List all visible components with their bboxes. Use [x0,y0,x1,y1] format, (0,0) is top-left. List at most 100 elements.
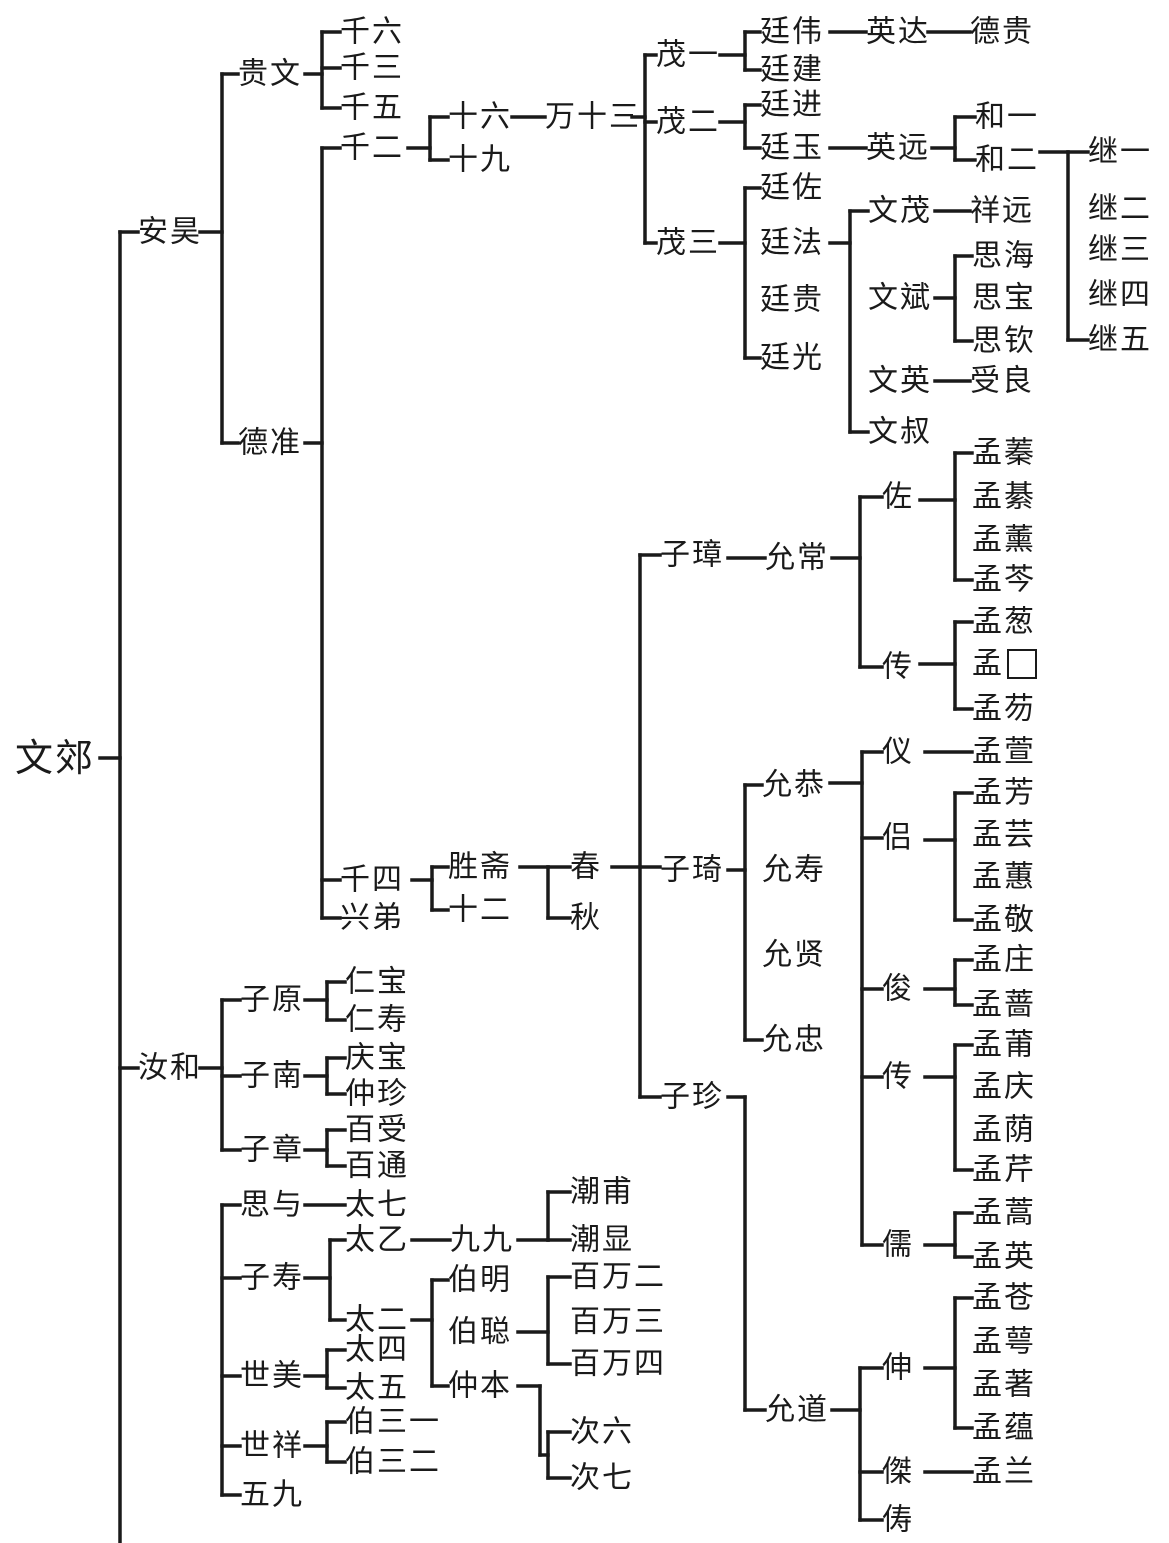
node-heer: 和二 [975,143,1039,178]
node-siqin: 思钦 [972,324,1036,359]
node-ji2: 继二 [1088,192,1152,227]
node-qiansan: 千三 [340,51,404,86]
node-m-wu: 孟芴 [972,692,1036,727]
node-qiu: 秋 [570,901,602,936]
node-chuan1: 传 [882,650,914,685]
node-shiliu: 十六 [448,100,512,135]
node-qianwu: 千五 [340,91,404,126]
node-yungong: 允恭 [762,768,826,803]
node-m-hui: 孟蕙 [972,860,1036,895]
member-names: 文郊 安昊 汝和 汝安 贵文 德准 千六 千三 千五 千二 千四 兴弟 十六 十… [15,15,1152,1538]
node-zhongben: 仲本 [448,1369,512,1404]
node-ji1: 继一 [1088,135,1152,170]
node-jie: 傑 [882,1455,914,1490]
node-qianliu: 千六 [340,15,404,50]
node-yi: 仪 [882,735,914,770]
node-qiansi: 千四 [340,863,404,898]
node-ji3: 继三 [1088,233,1152,268]
node-m-hao: 孟蒿 [972,1196,1036,1231]
node-tingguang: 廷光 [760,341,824,376]
node-sibao: 思宝 [972,281,1036,316]
node-dezhun: 德准 [238,426,302,461]
node-taiqi: 太七 [345,1188,409,1223]
node-tingjin: 廷进 [760,88,824,123]
node-m-zhuang: 孟庄 [972,943,1036,978]
node-bo32: 伯三二 [345,1445,441,1480]
node-qianer: 千二 [340,131,404,166]
node-zishou: 子寿 [240,1261,304,1296]
node-ru: 儒 [882,1228,914,1263]
node-tingwei: 廷伟 [760,15,824,50]
connector-lines [98,30,1090,1543]
node-m-pu: 孟莆 [972,1028,1036,1063]
node-qingbao: 庆宝 [345,1041,409,1076]
node-m-qiang: 孟蔷 [972,988,1036,1023]
node-tinggui: 廷贵 [760,283,824,318]
node-yingyuan: 英远 [866,131,930,166]
node-guiwen: 贵文 [238,57,302,92]
node-chaoxian: 潮显 [570,1223,634,1258]
node-m-yin: 孟荫 [972,1113,1036,1148]
node-yunzhong: 允忠 [762,1023,826,1058]
node-taiyi: 太乙 [345,1223,409,1258]
node-m-e: 孟萼 [972,1325,1036,1360]
node-bw3: 百万三 [570,1305,666,1340]
node-boming: 伯明 [448,1263,512,1298]
node-m-box: 孟 [972,647,1004,682]
node-m-yun1: 孟芸 [972,818,1036,853]
node-xiangyuan: 祥远 [970,194,1034,229]
node-m-yun2: 孟蕴 [972,1411,1036,1446]
node-zhongzhen: 仲珍 [345,1077,409,1112]
node-ci6: 次六 [570,1415,634,1450]
node-zinan: 子南 [240,1059,304,1094]
node-m-cong: 孟葱 [972,605,1036,640]
node-tingzuo: 廷佐 [760,171,824,206]
node-renshou: 仁寿 [345,1003,409,1038]
node-ci7: 次七 [570,1461,634,1496]
node-ziqi: 子琦 [660,853,724,888]
node-m-fang: 孟芳 [972,776,1036,811]
node-zichang: 允常 [765,541,829,576]
node-tingjian: 廷建 [760,53,824,88]
node-m-qin3: 孟芩 [972,563,1036,598]
missing-character-box [1007,649,1037,679]
node-yunxian: 允贤 [762,938,826,973]
node-wenying: 文英 [868,364,932,399]
node-shengzhai: 胜斋 [448,850,512,885]
node-m-xun: 孟薰 [972,523,1036,558]
node-renbao: 仁宝 [345,965,409,1000]
node-wenbin: 文斌 [868,281,932,316]
node-zizhang2: 子章 [240,1133,304,1168]
node-wenmao: 文茂 [868,194,932,229]
node-m-xuan: 孟萱 [972,735,1036,770]
node-lv: 侣 [882,821,914,856]
node-ruhe: 汝和 [138,1051,202,1086]
node-chun: 春 [570,850,602,885]
node-chou: 俦 [882,1503,914,1538]
node-jiujiu: 九九 [450,1223,514,1258]
node-zuo: 佐 [882,480,914,515]
node-taiwu: 太五 [345,1371,409,1406]
node-tingyu: 廷玉 [760,131,824,166]
node-ziyuan: 子原 [240,983,304,1018]
node-shier: 十二 [448,893,512,928]
node-zizhen: 子珍 [660,1080,724,1115]
node-wenshu: 文叔 [868,415,932,450]
node-jun: 俊 [882,972,914,1007]
node-yingda: 英达 [866,15,930,50]
node-shimei: 世美 [240,1359,304,1394]
node-sihai: 思海 [972,239,1036,274]
node-yundao: 允道 [765,1393,829,1428]
node-m-jing: 孟敬 [972,903,1036,938]
node-bw4: 百万四 [570,1347,666,1382]
node-ji5: 继五 [1088,323,1152,358]
node-m-lan: 孟兰 [972,1455,1036,1490]
node-chuan2: 传 [882,1060,914,1095]
node-m-qing: 孟庆 [972,1070,1036,1105]
node-m-qin2: 孟綦 [972,480,1036,515]
node-anhao: 安昊 [138,215,202,250]
root-ancestor: 文郊 [15,736,95,780]
node-degui: 德贵 [970,15,1034,50]
node-mao2: 茂二 [656,105,720,140]
